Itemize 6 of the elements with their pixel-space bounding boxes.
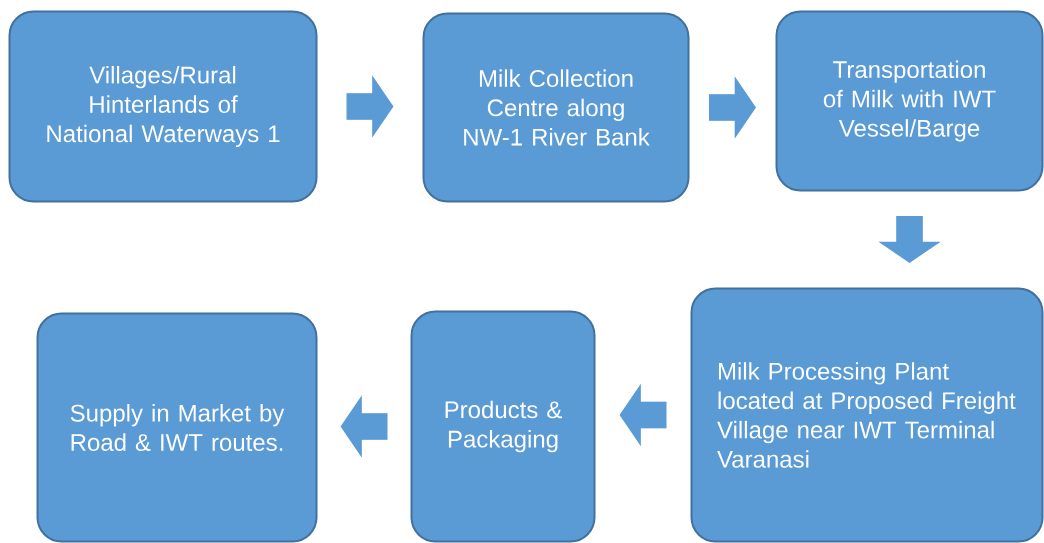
process-box: Products & Packaging (410, 310, 596, 543)
process-box: Transportation of Milk with IWT Vessel/Barge (775, 10, 1044, 192)
process-box: Milk Processing Plant located at Proposed Freight Village near IWT Terminal Varanasi (690, 287, 1044, 543)
process-box: Milk Collection Centre along NW-1 River Bank (422, 12, 690, 203)
process-box: Villages/Rural Hinterlands of National Waterways 1 (8, 10, 318, 203)
process-box: Supply in Market by Road & IWT routes. (36, 312, 318, 543)
